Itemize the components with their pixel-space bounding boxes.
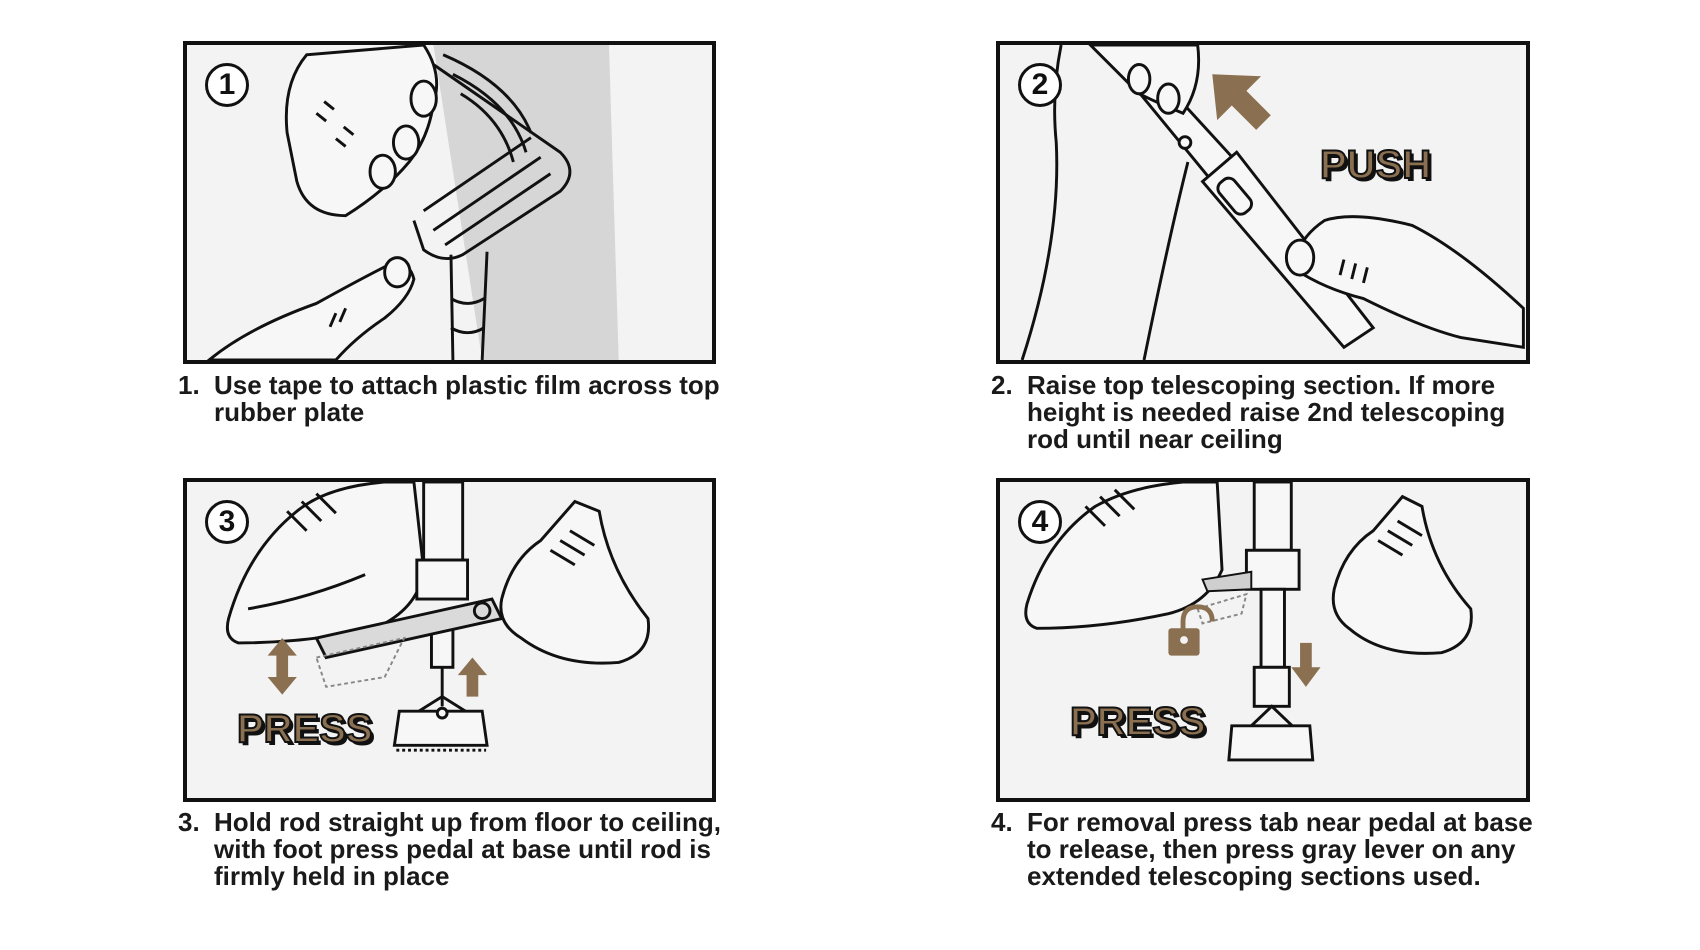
pole-icon [449, 251, 489, 360]
step-3-badge: 3 [205, 500, 249, 544]
step-2-number: 2. [991, 370, 1013, 400]
hand-icon [1088, 45, 1201, 116]
step-3-text: Hold rod straight up from floor to ceili… [214, 807, 721, 891]
step-1-caption: 1. Use tape to attach plastic film acros… [178, 372, 738, 426]
pole-icon [1244, 482, 1301, 708]
step-4-number: 4. [991, 807, 1013, 837]
rubber-plate-icon [412, 53, 572, 261]
shoe-icon [225, 482, 426, 645]
step-1-badge: 1 [205, 63, 249, 107]
push-callout: PUSH [1319, 142, 1432, 188]
step-1-drawing [206, 45, 619, 360]
hand-icon-right [1284, 215, 1525, 350]
arrow-up-icon [457, 657, 488, 697]
step-1-illustration: 1 [183, 41, 716, 364]
shoe-icon-right [499, 499, 651, 665]
pedal-ghost [315, 636, 406, 688]
press-callout-step3: PRESS [236, 706, 374, 752]
step-2-text: Raise top telescoping section. If more h… [1027, 370, 1506, 454]
hand-icon [284, 45, 439, 218]
step-3-drawing [225, 482, 651, 752]
arrow-up-left-icon [1212, 74, 1271, 130]
arrow-down-icon [1291, 642, 1321, 687]
step-3-caption: 3. Hold rod straight up from floor to ce… [178, 809, 738, 890]
step-1-text: Use tape to attach plastic film across t… [214, 370, 720, 427]
pole-shadow [433, 45, 619, 360]
base-foot-icon [392, 694, 489, 752]
step-2-illustration: 2 PUSH [996, 41, 1530, 364]
release-tab [1201, 570, 1253, 593]
step-2-caption: 2. Raise top telescoping section. If mor… [991, 372, 1551, 453]
shoe-icon-right [1331, 494, 1473, 655]
step-2-badge: 2 [1018, 63, 1062, 107]
pole-icon [415, 482, 470, 707]
step-4-caption: 4. For removal press tab near pedal at b… [991, 809, 1551, 890]
arrow-up-down-icon [267, 638, 297, 695]
hand-icon-lower [206, 256, 416, 360]
tab-ghost [1196, 592, 1248, 625]
step-3-illustration: 3 PRESS [183, 478, 716, 802]
step-4-illustration: 4 PRESS [996, 478, 1530, 802]
step-3-number: 3. [178, 807, 200, 837]
step-1-number: 1. [178, 370, 200, 400]
unlock-icon [1168, 604, 1215, 656]
step-4-drawing [1024, 482, 1473, 762]
step-4-badge: 4 [1018, 500, 1062, 544]
step-2-drawing [1020, 45, 1525, 360]
press-callout-step4: PRESS [1069, 699, 1207, 745]
step-4-text: For removal press tab near pedal at base… [1027, 807, 1533, 891]
base-foot-icon [1227, 704, 1315, 762]
